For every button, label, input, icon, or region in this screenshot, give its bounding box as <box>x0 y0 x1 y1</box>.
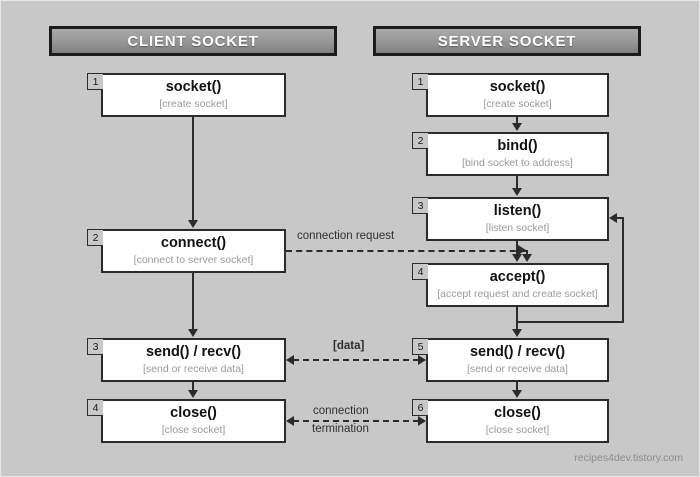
node-subtitle: [bind socket to address] <box>462 156 573 169</box>
connector-server-listen-to-accept <box>516 241 518 255</box>
node-number-badge: 2 <box>87 229 103 246</box>
edge-label-connection-request: connection request <box>297 230 395 242</box>
node-subtitle: [connect to server socket] <box>133 253 254 266</box>
node-number-badge: 4 <box>412 263 428 280</box>
column-header-client-label: CLIENT SOCKET <box>127 32 259 50</box>
node-number-badge: 6 <box>412 399 428 416</box>
node-title: accept() <box>489 268 546 285</box>
node-title: connect() <box>160 234 227 251</box>
connector-client-connect-to-sendrecv <box>192 273 194 330</box>
arrowhead-client-close <box>188 390 198 398</box>
arrowhead-server-bind <box>512 123 522 131</box>
arrowhead-connection-request-mid <box>518 245 526 255</box>
node-number-badge: 2 <box>412 132 428 149</box>
connector-server-accept-to-sendrecv <box>516 307 518 330</box>
watermark-text: recipes4dev.tistory.com <box>574 452 683 464</box>
edge-data-line <box>293 359 419 361</box>
node-number-badge: 3 <box>412 197 428 214</box>
node-client-socket[interactable]: 1 socket() [create socket] <box>87 73 286 117</box>
column-header-client: CLIENT SOCKET <box>49 26 337 56</box>
connector-server-socket-to-bind <box>516 117 518 124</box>
node-client-connect[interactable]: 2 connect() [connect to server socket] <box>87 229 286 273</box>
connector-server-bind-to-listen <box>516 176 518 189</box>
node-title: listen() <box>493 202 542 219</box>
node-subtitle: [close socket] <box>485 423 550 436</box>
arrowhead-data-server <box>418 355 426 365</box>
node-client-send-recv[interactable]: 3 send() / recv() [send or receive data] <box>87 338 286 382</box>
edge-termination-line <box>293 420 419 422</box>
column-header-server: SERVER SOCKET <box>373 26 641 56</box>
node-server-socket[interactable]: 1 socket() [create socket] <box>412 73 609 117</box>
node-title: close() <box>494 404 541 421</box>
column-header-server-label: SERVER SOCKET <box>437 32 577 50</box>
node-title: send() / recv() <box>145 343 242 360</box>
node-title: send() / recv() <box>469 343 566 360</box>
arrowhead-connection-request-accept <box>522 254 532 262</box>
loopback-segment-right <box>622 217 624 323</box>
node-server-accept[interactable]: 4 accept() [accept request and create so… <box>412 263 609 307</box>
node-title: socket() <box>489 78 546 95</box>
connector-client-sendrecv-to-close <box>192 382 194 391</box>
arrowhead-loopback-listen <box>609 213 617 223</box>
node-number-badge: 3 <box>87 338 103 355</box>
arrowhead-server-sendrecv <box>512 329 522 337</box>
connector-client-socket-to-connect <box>192 117 194 221</box>
arrowhead-server-accept <box>512 254 522 262</box>
node-number-badge: 1 <box>412 73 428 90</box>
node-number-badge: 1 <box>87 73 103 90</box>
node-subtitle: [create socket] <box>159 97 228 110</box>
edge-label-data: [data] <box>333 340 365 352</box>
arrowhead-server-listen <box>512 188 522 196</box>
node-subtitle: [send or receive data] <box>143 362 244 375</box>
node-server-send-recv[interactable]: 5 send() / recv() [send or receive data] <box>412 338 609 382</box>
edge-label-termination-line1: connection <box>313 405 369 417</box>
arrowhead-termination-client <box>286 416 294 426</box>
node-title: socket() <box>165 78 222 95</box>
loopback-segment-top <box>617 217 624 219</box>
node-server-listen[interactable]: 3 listen() [listen socket] <box>412 197 609 241</box>
node-client-close[interactable]: 4 close() [close socket] <box>87 399 286 443</box>
node-subtitle: [close socket] <box>161 423 226 436</box>
node-subtitle: [accept request and create socket] <box>437 287 598 300</box>
node-title: close() <box>170 404 217 421</box>
edge-label-termination-line2: termination <box>312 423 369 435</box>
node-server-bind[interactable]: 2 bind() [bind socket to address] <box>412 132 609 176</box>
loopback-segment-bottom <box>516 321 624 323</box>
arrowhead-client-connect <box>188 220 198 228</box>
node-number-badge: 4 <box>87 399 103 416</box>
node-server-close[interactable]: 6 close() [close socket] <box>412 399 609 443</box>
node-subtitle: [send or receive data] <box>467 362 568 375</box>
arrowhead-server-close <box>512 390 522 398</box>
node-title: bind() <box>497 137 538 154</box>
arrowhead-data-client <box>286 355 294 365</box>
edge-connection-request-horizontal <box>286 250 526 252</box>
node-number-badge: 5 <box>412 338 428 355</box>
connector-server-sendrecv-to-close <box>516 382 518 391</box>
arrowhead-client-sendrecv <box>188 329 198 337</box>
node-subtitle: [listen socket] <box>485 221 550 234</box>
node-subtitle: [create socket] <box>483 97 552 110</box>
arrowhead-termination-server <box>418 416 426 426</box>
